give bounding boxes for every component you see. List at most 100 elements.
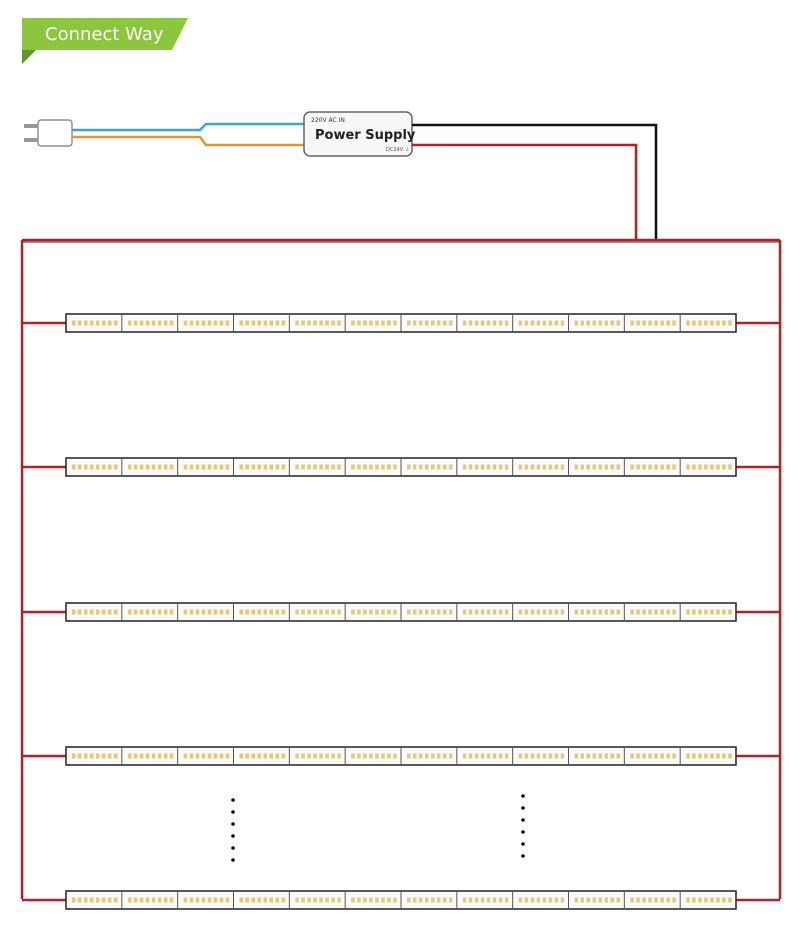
led-chip [425,753,429,759]
led-chip [598,609,602,615]
led-chip [666,897,670,903]
led-chip [692,753,696,759]
led-chip [604,897,608,903]
led-chip [407,320,411,326]
led-chip [201,609,206,615]
led-chip [660,753,664,759]
led-chip [474,320,479,326]
led-chip [642,609,646,615]
led-chip [548,609,553,615]
led-chip [480,609,485,615]
led-chip [586,464,590,470]
led-chip [195,320,200,326]
led-chip [387,320,391,326]
led-chip [449,609,453,615]
led-chip [189,464,194,470]
led-chip [431,320,435,326]
led-chip [431,464,435,470]
led-chip [716,320,720,326]
led-chip [474,753,479,759]
led-chip [363,753,367,759]
led-chip [325,464,329,470]
led-chip [357,320,361,326]
led-chip [369,897,373,903]
led-chip [642,464,646,470]
led-chip [114,897,118,903]
led-chip [598,464,602,470]
led-chip [189,609,194,615]
led-chip [704,753,708,759]
led-chip [387,464,391,470]
led-chip [251,464,255,470]
led-chip [480,753,485,759]
led-chip [574,320,578,326]
led-chip [96,897,100,903]
led-chip [642,897,646,903]
led-chip [301,753,305,759]
led-chip [592,753,596,759]
power-supply-name: Power Supply [315,128,416,143]
led-chip [195,897,200,903]
led-chip [598,897,602,903]
led-chip [504,753,509,759]
led-chip [462,897,467,903]
led-chip [375,320,379,326]
led-chip [213,464,218,470]
led-chip [716,753,720,759]
led-chip [728,320,732,326]
led-chip [616,609,620,615]
led-chip [301,609,305,615]
led-chip [604,320,608,326]
led-chip [102,897,106,903]
led-chip [498,464,503,470]
led-chip [524,609,529,615]
led-chip [486,609,491,615]
led-chip [630,320,634,326]
led-chip [337,464,341,470]
led-chip [413,897,417,903]
led-chip [127,464,132,470]
led-chip [114,609,118,615]
led-chip [307,609,311,615]
led-chip [245,320,249,326]
led-strip [65,602,737,622]
led-chip [710,464,714,470]
led-chip [325,753,329,759]
led-chip [102,464,106,470]
led-chip [449,753,453,759]
led-chip [542,320,547,326]
led-chip [524,897,529,903]
led-chip [163,753,168,759]
led-chip [195,753,200,759]
led-chip [413,609,417,615]
led-chip [307,753,311,759]
led-chip [351,753,355,759]
led-chip [84,609,88,615]
led-chip [616,753,620,759]
led-chip [219,320,224,326]
led-chip [281,609,285,615]
led-chip [90,320,94,326]
led-chip [660,609,664,615]
led-chip [728,464,732,470]
led-chip [213,897,218,903]
led-chip [654,464,658,470]
led-chip [518,464,523,470]
led-chip [219,464,224,470]
led-chip [269,320,273,326]
led-chip [393,609,397,615]
led-chip [518,320,523,326]
led-chip [654,320,658,326]
led-chip [686,897,690,903]
led-chip [127,609,132,615]
led-chip [548,753,553,759]
led-chip [331,464,335,470]
led-chip [536,609,541,615]
led-chip [524,320,529,326]
led-chip [157,897,162,903]
led-chip [704,897,708,903]
led-chip [654,753,658,759]
led-chip [281,753,285,759]
led-chip [728,609,732,615]
led-chip [337,320,341,326]
